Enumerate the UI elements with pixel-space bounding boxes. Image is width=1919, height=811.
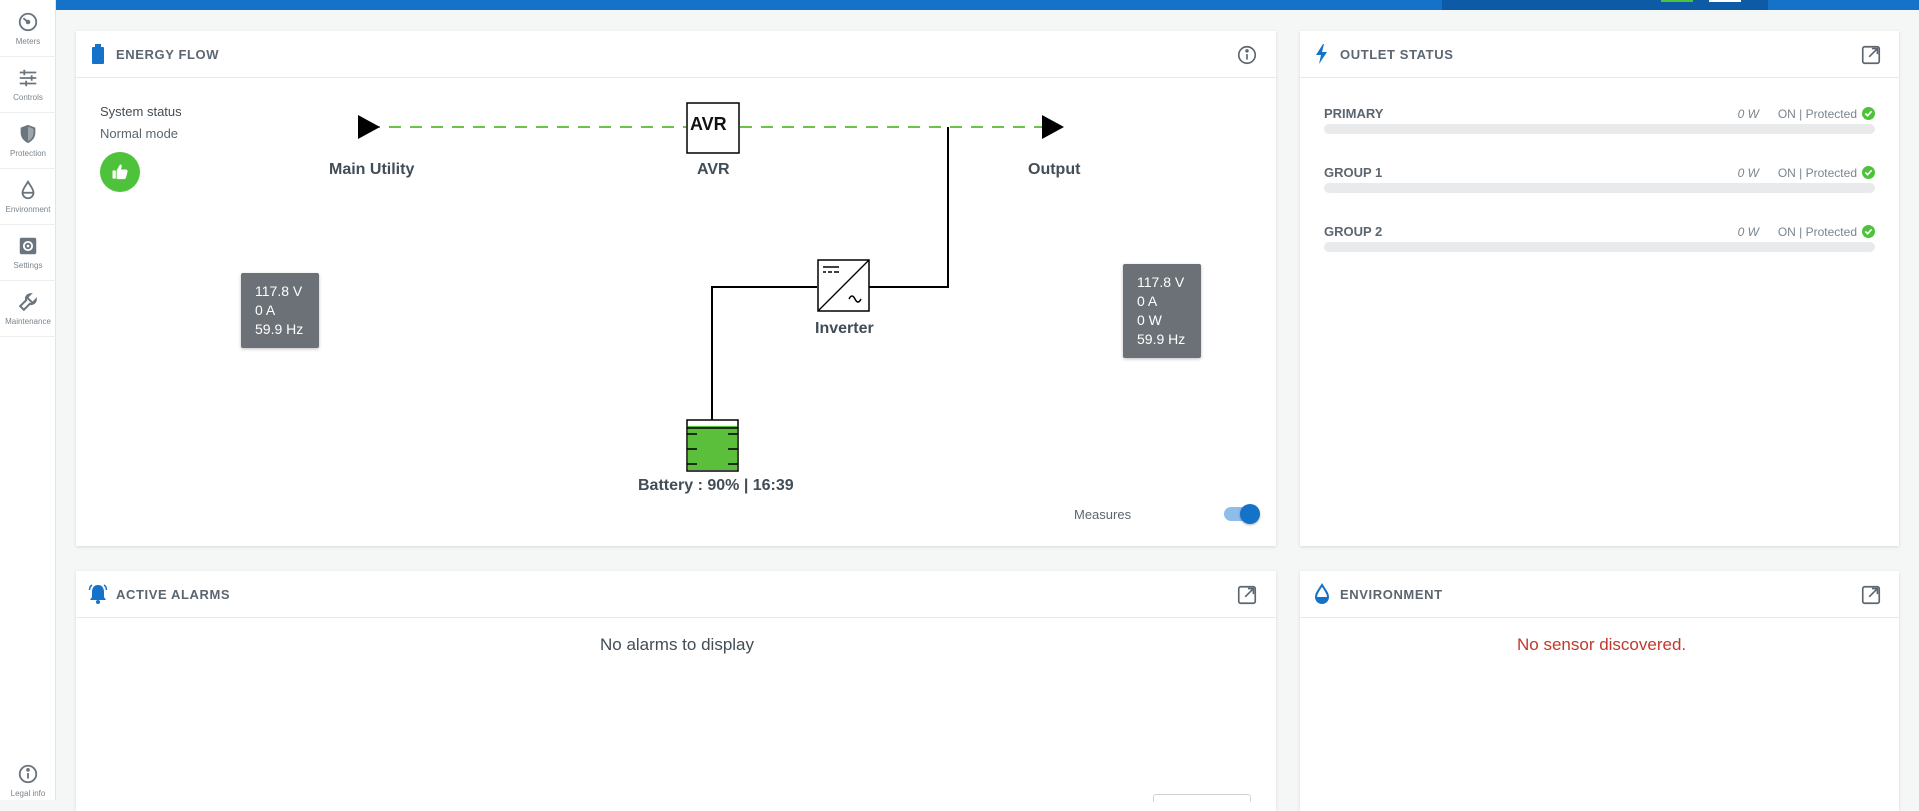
card-header: ENERGY FLOW (76, 31, 1276, 78)
avr-box-label: AVR (690, 114, 727, 134)
external-link-icon[interactable] (1860, 584, 1882, 606)
card-title: ENVIRONMENT (1340, 587, 1443, 602)
sidebar-item-protection[interactable]: Protection (0, 112, 56, 168)
info-icon (18, 764, 38, 783)
sidebar-item-meters[interactable]: Meters (0, 0, 56, 56)
outlet-status-card: OUTLET STATUS PRIMARY 0 W ON | Protected… (1300, 31, 1899, 546)
top-bar-status-chip (1661, 0, 1693, 2)
top-bar-user-area[interactable] (1442, 0, 1768, 10)
input-frequency: 59.9 Hz (255, 321, 304, 337)
external-link-icon[interactable] (1860, 44, 1882, 66)
measures-toggle[interactable] (1224, 504, 1260, 524)
sidebar-item-legal-info[interactable]: Legal info (0, 752, 56, 808)
output-frequency: 59.9 Hz (1137, 331, 1186, 347)
outlet-name: PRIMARY (1324, 106, 1384, 121)
output-current: 0 A (1137, 293, 1158, 309)
active-alarms-card: ACTIVE ALARMS No alarms to display (76, 571, 1276, 811)
top-bar (56, 0, 1919, 10)
sidebar-item-label: Settings (13, 260, 43, 270)
no-alarms-message: No alarms to display (600, 635, 755, 654)
outlet-state: ON | Protected (1777, 166, 1857, 180)
sidebar-item-label: Controls (13, 92, 43, 102)
check-circle-icon (1862, 107, 1875, 120)
sidebar-item-label: Environment (5, 204, 51, 214)
sidebar: Meters Controls Protection Environment S… (0, 0, 56, 800)
no-sensor-message: No sensor discovered. (1517, 635, 1687, 654)
gear-icon (19, 237, 37, 254)
drop-icon (1314, 583, 1330, 604)
outlet-load-bar (1324, 183, 1875, 193)
card-header: ACTIVE ALARMS (76, 571, 1276, 618)
main-utility-arrow (358, 115, 380, 139)
outlet-state: ON | Protected (1777, 107, 1857, 121)
inverter-to-output-line (869, 127, 949, 288)
wrench-icon (18, 292, 37, 311)
check-circle-icon (1862, 166, 1875, 179)
system-status-value: Normal mode (100, 126, 179, 141)
input-measures-box: 117.8 V 0 A 59.9 Hz (241, 273, 319, 348)
sidebar-item-settings[interactable]: Settings (0, 224, 56, 280)
outlet-row-group-2: GROUP 2 0 W ON | Protected (1324, 224, 1875, 264)
check-circle-icon (1862, 225, 1875, 238)
output-arrow (1042, 115, 1064, 139)
drop-icon (21, 179, 35, 199)
alarms-action-button[interactable] (1153, 794, 1251, 802)
outlet-row-primary: PRIMARY 0 W ON | Protected (1324, 106, 1875, 146)
system-status-label: System status (100, 104, 182, 119)
output-power: 0 W (1137, 312, 1162, 328)
card-title: ENERGY FLOW (116, 47, 220, 62)
sidebar-item-label: Meters (15, 36, 41, 46)
inverter-label: Inverter (815, 320, 874, 337)
output-label: Output (1028, 161, 1081, 178)
sidebar-item-controls[interactable]: Controls (0, 56, 56, 112)
thumbs-up-icon (100, 152, 140, 192)
avr-box (686, 102, 740, 154)
card-header: OUTLET STATUS (1300, 31, 1899, 78)
battery-to-inverter-line (711, 286, 817, 420)
output-measures-box: 117.8 V 0 A 0 W 59.9 Hz (1123, 264, 1201, 358)
outlet-name: GROUP 1 (1324, 165, 1383, 180)
gauge-icon (18, 12, 38, 31)
outlet-name: GROUP 2 (1324, 224, 1383, 239)
card-title: OUTLET STATUS (1340, 47, 1454, 62)
external-link-icon[interactable] (1236, 584, 1258, 606)
card-header: ENVIRONMENT (1300, 571, 1899, 618)
measures-toggle-label: Measures (1074, 507, 1132, 522)
output-voltage: 117.8 V (1137, 274, 1185, 290)
inverter-icon (817, 259, 870, 312)
lightning-icon (1316, 44, 1327, 64)
battery-icon (92, 44, 104, 64)
info-icon[interactable] (1236, 44, 1258, 66)
sidebar-item-label: Legal info (10, 788, 46, 798)
sidebar-item-environment[interactable]: Environment (0, 168, 56, 224)
outlet-row-group-1: GROUP 1 0 W ON | Protected (1324, 165, 1875, 205)
avr-label: AVR (697, 161, 730, 178)
battery-label: Battery : 90% | 16:39 (638, 477, 794, 494)
sidebar-item-label: Protection (9, 148, 47, 158)
energy-flow-card: ENERGY FLOW System status Normal mode (76, 31, 1276, 546)
main-utility-label: Main Utility (329, 161, 415, 178)
outlet-load-bar (1324, 242, 1875, 252)
sidebar-item-label: Maintenance (5, 316, 51, 326)
outlet-power: 0 W (1737, 107, 1759, 121)
input-voltage: 117.8 V (255, 283, 303, 299)
battery-level-icon (686, 419, 739, 472)
outlet-state: ON | Protected (1777, 225, 1857, 239)
card-title: ACTIVE ALARMS (116, 587, 231, 602)
outlet-load-bar (1324, 124, 1875, 134)
sliders-icon (19, 69, 37, 86)
environment-card: ENVIRONMENT No sensor discovered. (1300, 571, 1899, 811)
top-bar-chip (1709, 0, 1741, 2)
input-current: 0 A (255, 302, 276, 318)
bell-icon (88, 584, 108, 604)
sidebar-item-maintenance[interactable]: Maintenance (0, 280, 56, 336)
shield-icon (20, 124, 36, 143)
outlet-power: 0 W (1737, 225, 1759, 239)
outlet-power: 0 W (1737, 166, 1759, 180)
energy-flow-diagram (358, 102, 1064, 472)
